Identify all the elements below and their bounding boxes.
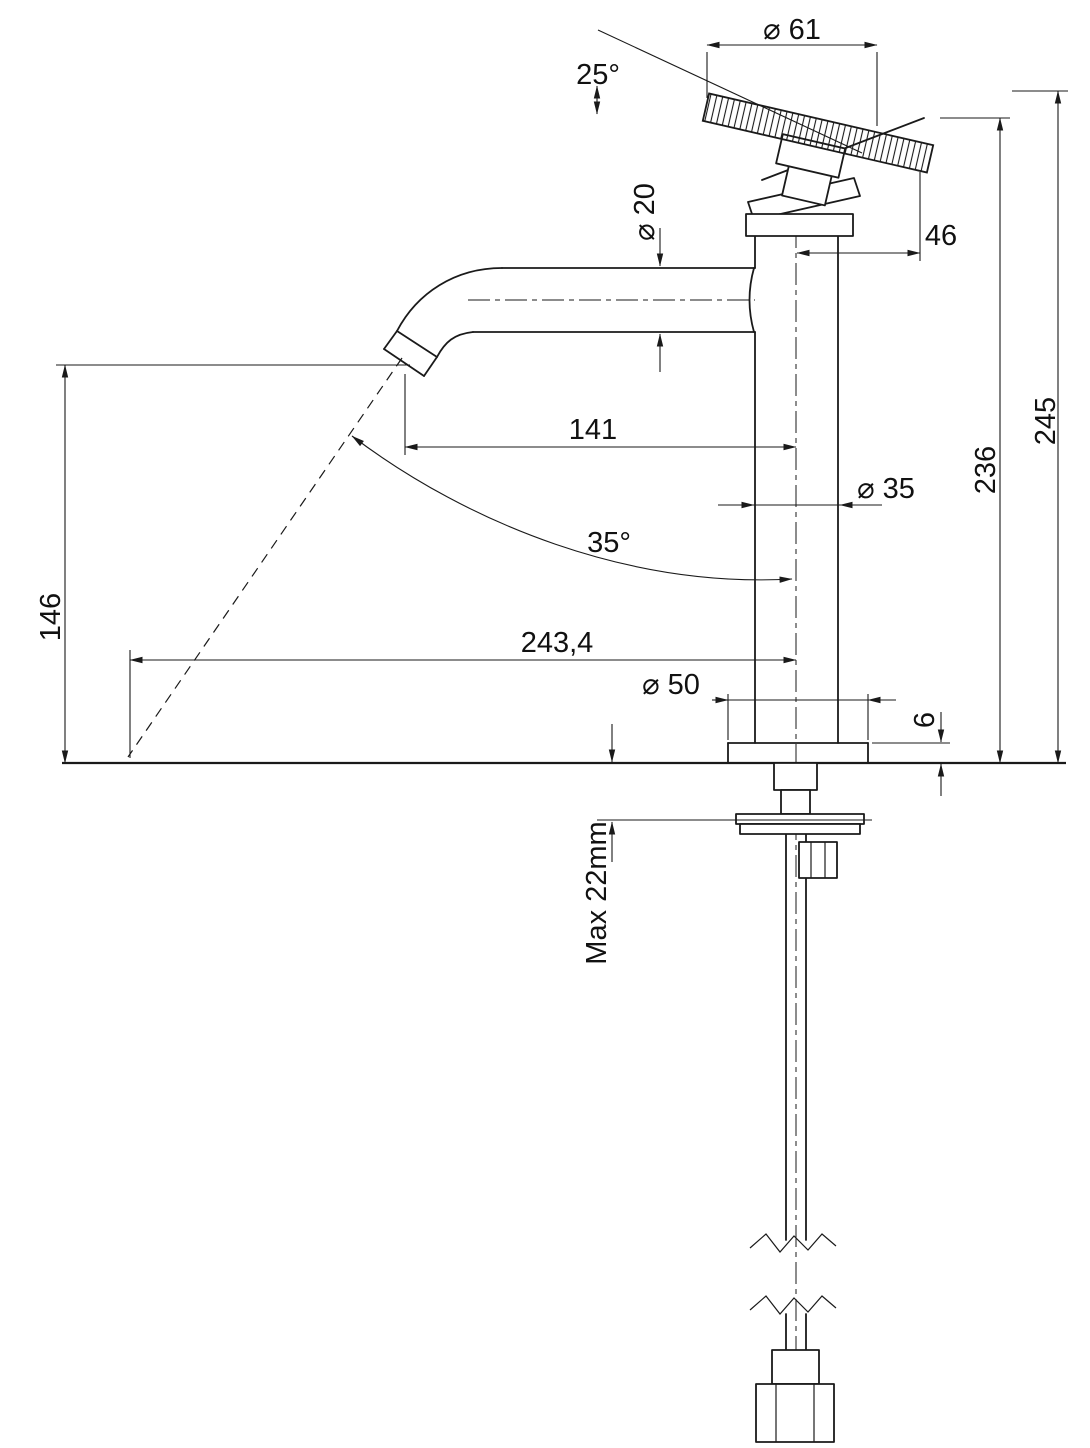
hose-break-lower: [749, 1295, 837, 1315]
threaded-shank: [773, 762, 818, 791]
dim-handle-tilt-angle-label: 25°: [576, 59, 620, 91]
dim-handle-diameter-label: ⌀ 61: [763, 14, 821, 46]
hose-hex-nut: [755, 1383, 835, 1443]
shank-lower: [780, 789, 811, 815]
mounting-washer-upper: [735, 813, 865, 825]
dim-handle-offset-label: 46: [925, 220, 957, 252]
dim-stream-reach-label: 243,4: [521, 627, 594, 659]
centerlines: [468, 152, 797, 1446]
spout: [383, 267, 756, 377]
body-collar: [745, 213, 854, 237]
dimension-labels: ⌀ 61 25° ⌀ 20 46 141 ⌀ 35 35° 146 243,4 …: [35, 14, 1062, 965]
dim-spout-reach-label: 141: [569, 414, 617, 446]
dim-body-diameter-label: ⌀ 35: [857, 473, 915, 505]
dim-base-height-label: 6: [909, 712, 941, 728]
hose-collar: [771, 1349, 820, 1385]
dim-spout-diameter-label: ⌀ 20: [629, 183, 661, 241]
aerator-face: [383, 348, 425, 377]
handle-assembly: [701, 92, 935, 237]
dim-stream-angle-label: 35°: [587, 527, 631, 559]
base-flange: [727, 742, 869, 764]
dim-total-height-label: 245: [1030, 397, 1062, 445]
dim-height-to-handle-base-label: 236: [970, 446, 1002, 494]
lock-nut: [798, 841, 838, 879]
mounting-washer-lower: [739, 823, 861, 835]
dim-base-diameter-label: ⌀ 50: [642, 669, 700, 701]
hose-break-upper: [749, 1233, 837, 1253]
dimension-lines: [56, 29, 1068, 862]
mounting-hardware: [735, 762, 865, 1443]
dim-spout-outlet-height-label: 146: [35, 593, 67, 641]
stream-construction-line: [127, 357, 403, 758]
dim-max-deck-thickness-label: Max 22mm: [581, 821, 613, 964]
